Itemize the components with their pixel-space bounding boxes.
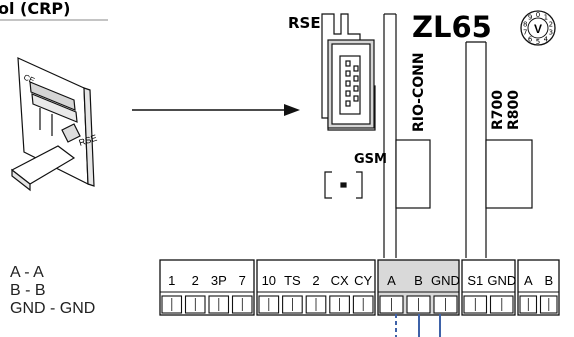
wire-group [395, 314, 441, 337]
terminal-pin-label: 2 [192, 273, 199, 288]
terminal-block-1: 1 2 3P 7 [159, 259, 255, 316]
dial-center-label: V [534, 22, 542, 36]
dial-digit: 9 [528, 14, 532, 22]
diagram-title: ol (CRP) [0, 0, 70, 18]
dial-digit: 6 [528, 35, 533, 43]
terminal-pin-label: TS [284, 273, 301, 288]
terminal-block-3: A B GND [377, 259, 460, 316]
gsm-label: GSM [354, 152, 387, 167]
terminal-pin-label: 3P [211, 273, 227, 288]
legend-line-gnd: GND - GND [10, 300, 96, 317]
dial-digit: 7 [523, 29, 527, 37]
terminal-pin-label: 2 [312, 273, 319, 288]
rse-connector [321, 13, 376, 131]
terminal-pin-label: 7 [239, 273, 246, 288]
terminal-pin-label: B [414, 273, 423, 288]
r700-label: R700 [490, 90, 506, 130]
terminal-pin-label: A [387, 273, 396, 288]
dial-digit: 0 [536, 11, 540, 19]
terminal-pin-label: GND [431, 273, 460, 288]
r800-label: R800 [506, 90, 522, 130]
r700-r800-connector [485, 139, 533, 209]
terminal-pin-label: S1 [467, 273, 483, 288]
terminal-pin-label: A [524, 273, 533, 288]
terminal-pin-label: CX [331, 273, 349, 288]
legend-line-a: A - A [10, 264, 44, 281]
crp-card-illustration [10, 57, 95, 192]
arrow-head [284, 104, 300, 116]
terminal-block-4: S1 GND [461, 259, 516, 316]
terminal-block-2: 10 TS 2 CX CY [256, 259, 376, 316]
board-label: ZL65 [412, 10, 492, 44]
dial-digit: 5 [536, 38, 540, 46]
board-outline [383, 13, 487, 258]
dial-digit: 2 [549, 20, 553, 28]
terminal-pin-label: B [544, 273, 553, 288]
terminal-pin-label: 1 [168, 273, 175, 288]
terminal-pin-label: 10 [262, 273, 276, 288]
rse-label: RSE [288, 14, 321, 32]
rio-conn-connector [395, 139, 431, 209]
legend-line-b: B - B [10, 282, 46, 299]
terminal-pin-label: CY [354, 273, 372, 288]
terminal-pin-label: GND [487, 273, 516, 288]
rio-conn-label: RIO-CONN [411, 52, 427, 132]
dial-digit: 8 [523, 20, 527, 28]
dial-digit: 3 [549, 29, 553, 37]
dial-digit: 1 [544, 14, 548, 22]
dial-digit: 4 [544, 35, 549, 43]
gsm-connector [324, 171, 363, 199]
card-ce-label: CE [22, 73, 36, 86]
